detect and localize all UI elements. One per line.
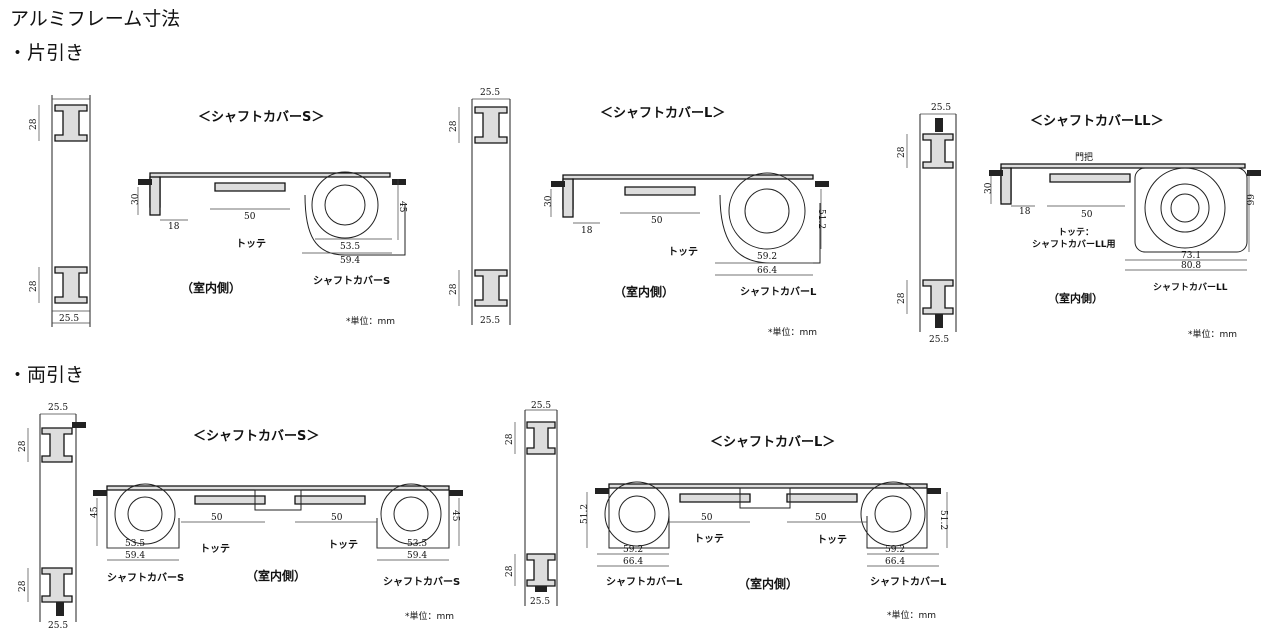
room-label-single-ll: （室内側）	[1048, 292, 1103, 305]
dim-66-4: 66.4	[757, 266, 777, 276]
handle-top-label: 門把	[1075, 151, 1093, 163]
side-frame-diagram-double-l: 25.5 28 28 25.5	[505, 401, 558, 607]
dim-59-4: 59.4	[340, 256, 360, 266]
dim-28-bottom: 28	[18, 580, 28, 592]
unit-note-double-s: *単位：mm	[405, 612, 455, 622]
room-label-single-l: （室内側）	[614, 285, 675, 299]
dim-50-right: 50	[331, 513, 343, 523]
cover-label-single-l: シャフトカバーL	[740, 287, 817, 298]
dim-66-4-right: 66.4	[885, 557, 905, 567]
dim-25-5-top: 25.5	[480, 88, 500, 98]
dim-51-2-right: 51.2	[938, 510, 948, 530]
cover-label-double-s-right: シャフトカバーS	[383, 577, 461, 588]
dim-30: 30	[544, 195, 554, 207]
dim-25-5-bottom: 25.5	[480, 316, 500, 326]
dim-30: 30	[131, 193, 141, 205]
dim-25-5-bottom: 25.5	[48, 621, 68, 631]
dim-25-5-bottom: 25.5	[530, 597, 550, 607]
heading-double-s: ＜シャフトカバーS＞	[193, 429, 320, 444]
dim-66-4-left: 66.4	[623, 557, 643, 567]
dim-80-8: 80.8	[1181, 261, 1201, 271]
dim-18: 18	[168, 222, 180, 232]
handle-label-single-l: トッテ	[668, 247, 698, 258]
cover-label-single-s: シャフトカバーS	[313, 276, 391, 287]
dim-50-right: 50	[815, 513, 827, 523]
heading-single-s: ＜シャフトカバーS＞	[198, 110, 325, 125]
unit-note-single-s: *単位：mm	[346, 317, 396, 327]
dim-45: 45	[397, 201, 407, 213]
dim-53-5: 53.5	[340, 242, 360, 252]
dim-28-bottom: 28	[897, 292, 907, 304]
dim-28-top: 28	[29, 118, 39, 130]
dim-28-top: 28	[505, 433, 515, 445]
cover-label-double-s-left: シャフトカバーS	[107, 573, 185, 584]
dim-66: 66	[1244, 194, 1254, 206]
dim-18: 18	[581, 226, 593, 236]
dim-45-right: 45	[450, 510, 460, 522]
handle-label-single-s: トッテ	[236, 239, 266, 250]
unit-note-single-ll: *単位：mm	[1188, 330, 1238, 340]
dim-28-bottom: 28	[449, 283, 459, 295]
plan-diagram-double-l: 51.2 51.2 50 50 59.2 66.4 59.2 66.4	[580, 481, 948, 567]
dim-59-4-left: 59.4	[125, 551, 145, 561]
handle-label-double-s-left: トッテ	[200, 544, 230, 555]
plan-diagram-double-s: 45 45 50 50 53.5 59.4 53.5 59.4	[90, 483, 463, 561]
handle-label-double-l-right: トッテ	[817, 535, 847, 546]
dim-18: 18	[1019, 207, 1031, 217]
dim-25-5-top: 25.5	[48, 403, 68, 413]
dim-51-2-left: 51.2	[580, 504, 590, 524]
dim-25-5-bottom: 25.5	[929, 335, 949, 345]
dim-50-left: 50	[211, 513, 223, 523]
dim-30: 30	[984, 182, 994, 194]
dim-53-5-left: 53.5	[125, 539, 145, 549]
room-label-double-s: （室内側）	[246, 569, 307, 583]
dim-50: 50	[244, 212, 256, 222]
handle-label-double-s-right: トッテ	[328, 540, 358, 551]
dim-73-1: 73.1	[1181, 251, 1201, 261]
cover-label-single-ll: シャフトカバーLL	[1153, 283, 1228, 293]
dim-59-2-left: 59.2	[623, 545, 643, 555]
room-label-single-s: （室内側）	[181, 281, 242, 295]
plan-diagram-single-s: 30 18 50 45 53.5 59.4	[131, 171, 407, 266]
handle-label-double-l-left: トッテ	[694, 534, 724, 545]
side-frame-diagram-single-ll: 25.5 28 28 25.5	[897, 103, 957, 345]
section-single-sliding: ・片引き	[8, 42, 85, 64]
dim-45-left: 45	[90, 506, 100, 518]
dim-28-bottom: 28	[505, 565, 515, 577]
dim-53-5-right: 53.5	[407, 539, 427, 549]
dim-28-top: 28	[18, 440, 28, 452]
plan-diagram-single-ll: 門把 30 18 50 66 73.1 80.8	[984, 151, 1261, 271]
dim-28-top: 28	[897, 146, 907, 158]
unit-note-double-l: *単位：mm	[887, 611, 937, 621]
dim-25-5-top: 25.5	[931, 103, 951, 113]
dim-59-2: 59.2	[757, 252, 777, 262]
side-frame-diagram-single-l: 25.5 28 28 25.5	[449, 88, 511, 326]
handle-label-single-ll-1: トッテ：	[1058, 228, 1095, 238]
plan-diagram-single-l: 30 18 50 51.2 59.2 66.4	[544, 172, 829, 276]
cover-label-double-l-left: シャフトカバーL	[606, 577, 683, 588]
page-title: アルミフレーム寸法	[10, 8, 181, 30]
dim-50: 50	[651, 216, 663, 226]
heading-single-l: ＜シャフトカバーL＞	[600, 106, 726, 121]
handle-label-single-ll-2: シャフトカバーLL用	[1032, 240, 1116, 250]
dim-59-4-right: 59.4	[407, 551, 427, 561]
section-double-sliding: ・両引き	[8, 364, 85, 386]
dim-50: 50	[1081, 210, 1093, 220]
room-label-double-l: （室内側）	[738, 577, 799, 591]
dim-51-2: 51.2	[816, 209, 826, 229]
dim-28-top: 28	[449, 120, 459, 132]
dim-59-2-right: 59.2	[885, 545, 905, 555]
cover-label-double-l-right: シャフトカバーL	[870, 577, 947, 588]
dim-25-5-bottom: 25.5	[59, 314, 79, 324]
unit-note-single-l: *単位：mm	[768, 328, 818, 338]
side-frame-diagram-single-s: 28 28 25.5	[29, 95, 91, 327]
dim-28-bottom: 28	[29, 280, 39, 292]
dim-25-5-top: 25.5	[531, 401, 551, 411]
heading-double-l: ＜シャフトカバーL＞	[710, 435, 836, 450]
heading-single-ll: ＜シャフトカバーLL＞	[1030, 114, 1164, 129]
side-frame-diagram-double-s: 25.5 28 28 25.5	[18, 403, 86, 631]
dim-50-left: 50	[701, 513, 713, 523]
